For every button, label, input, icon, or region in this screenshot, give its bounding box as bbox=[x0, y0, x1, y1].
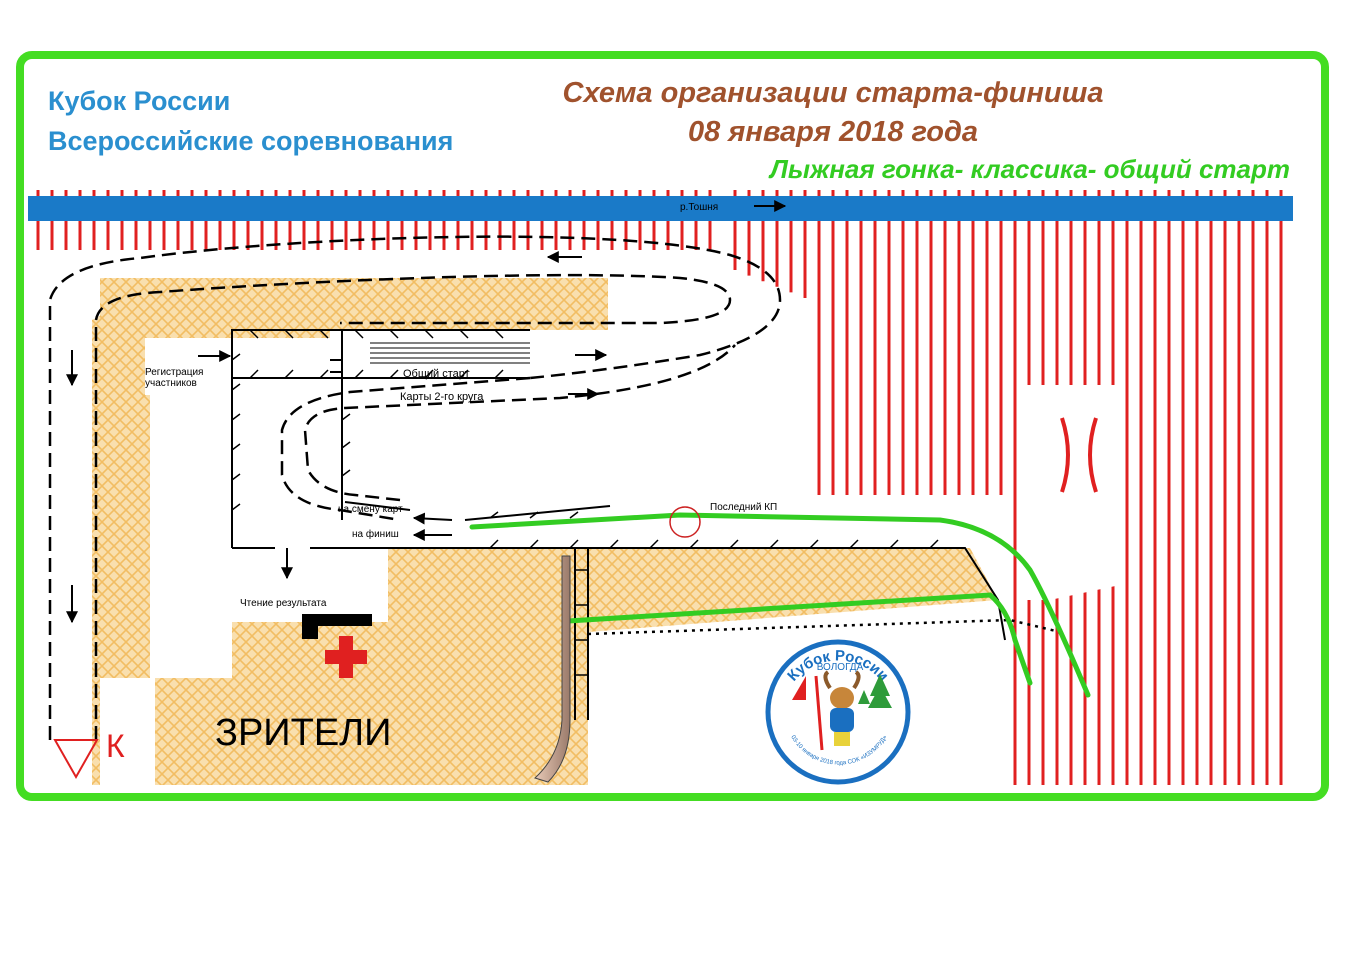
fence-hatch bbox=[284, 329, 294, 339]
label-last-checkpoint: Последний КП bbox=[710, 502, 777, 513]
header-left-line1: Кубок России bbox=[48, 86, 230, 116]
fence-hatch bbox=[341, 469, 351, 477]
arrow-map-change bbox=[412, 512, 453, 525]
fence-hatch bbox=[459, 369, 469, 379]
fence-hatch bbox=[231, 383, 241, 391]
label-spectators: ЗРИТЕЛИ bbox=[215, 712, 391, 754]
logo-moose-legs bbox=[834, 732, 850, 746]
forbidden-zone-mask bbox=[1020, 385, 1120, 600]
label-registration-1: Регистрация bbox=[145, 367, 203, 378]
logo-flag-icon bbox=[792, 676, 806, 700]
fence-hatch bbox=[809, 539, 819, 549]
results-tent bbox=[302, 614, 372, 626]
fence-hatch bbox=[889, 539, 899, 549]
fence-hatch bbox=[319, 369, 329, 379]
logo-moose-head bbox=[830, 687, 854, 709]
fence-hatch bbox=[529, 511, 539, 519]
fence-hatch bbox=[849, 539, 859, 549]
spectator-area bbox=[92, 278, 998, 785]
fence-hatch bbox=[319, 329, 329, 339]
fence-hatch bbox=[389, 369, 399, 379]
fence-hatch bbox=[424, 329, 434, 339]
fence-hatch bbox=[249, 369, 259, 379]
fence-hatch bbox=[569, 539, 579, 549]
fence-hatch bbox=[354, 329, 364, 339]
fence-hatch bbox=[354, 369, 364, 379]
river-label: р.Тошня bbox=[680, 202, 718, 213]
control-triangle-icon bbox=[53, 739, 99, 780]
river bbox=[28, 196, 1293, 221]
fence-hatch bbox=[529, 539, 539, 549]
logo-city: ВОЛОГДА bbox=[817, 662, 864, 673]
first-aid-icon bbox=[325, 636, 367, 678]
logo-tree-icon bbox=[868, 674, 892, 708]
fence-hatch bbox=[341, 441, 351, 449]
label-mass-start: Общий старт bbox=[403, 368, 470, 380]
fence-hatch bbox=[284, 369, 294, 379]
fence-hatch bbox=[769, 539, 779, 549]
access-path bbox=[534, 555, 571, 783]
fence-hatch bbox=[459, 329, 469, 339]
fence-hatch bbox=[231, 353, 241, 361]
fence-hatch bbox=[494, 329, 504, 339]
label-registration-2: участников bbox=[145, 378, 197, 389]
ski-track bbox=[469, 512, 1091, 698]
logo-tree-icon-small bbox=[858, 690, 870, 704]
header-left-line2: Всероссийские соревнования bbox=[48, 126, 453, 156]
fence-hatch bbox=[389, 329, 399, 339]
last-checkpoint-circle bbox=[669, 506, 701, 538]
label-second-lap-maps: Карты 2-го круга bbox=[400, 391, 484, 403]
header-subtitle: Лыжная гонка- классика- общий старт bbox=[768, 154, 1290, 184]
fence-hatch bbox=[489, 511, 499, 519]
fence-hatch bbox=[729, 539, 739, 549]
fence-hatch bbox=[494, 369, 504, 379]
course-dashed bbox=[48, 235, 782, 740]
label-results-reading: Чтение результата bbox=[240, 598, 327, 609]
results-tent-side bbox=[302, 614, 318, 639]
fence-hatch bbox=[689, 539, 699, 549]
header-title-line1: Схема организации старта-финиша bbox=[563, 77, 1104, 109]
label-to-finish: на финиш bbox=[352, 528, 399, 540]
fence-hatch bbox=[249, 329, 259, 339]
mass-start-grid bbox=[370, 342, 530, 364]
fence-hatch bbox=[649, 539, 659, 549]
label-map-change: на смену карт bbox=[338, 504, 403, 515]
finish-bracket-left bbox=[1060, 417, 1070, 493]
fence-hatch bbox=[569, 511, 579, 519]
event-logo: Кубок России ВОЛОГДА 03-10 января 2018 г… bbox=[765, 639, 911, 785]
label-k-marker: К bbox=[106, 728, 125, 764]
fence-hatch bbox=[341, 413, 351, 421]
fence-hatch bbox=[609, 539, 619, 549]
fence-hatch bbox=[231, 413, 241, 421]
fence-hatch bbox=[929, 539, 939, 549]
logo-ski-icon bbox=[814, 675, 824, 751]
logo-moose-body bbox=[830, 708, 854, 732]
finish-bracket-right bbox=[1088, 417, 1098, 493]
logo-moose-antlers bbox=[823, 670, 861, 690]
fence-hatches bbox=[231, 329, 939, 676]
fence-hatch bbox=[231, 473, 241, 481]
fence-hatch bbox=[489, 539, 499, 549]
finish-gate-marker bbox=[330, 359, 342, 373]
header-title-line2: 08 января 2018 года bbox=[688, 116, 978, 148]
dotted-boundary bbox=[587, 618, 1061, 636]
fence-hatch bbox=[231, 503, 241, 511]
fence-hatch bbox=[424, 369, 434, 379]
fence-hatch bbox=[231, 443, 241, 451]
